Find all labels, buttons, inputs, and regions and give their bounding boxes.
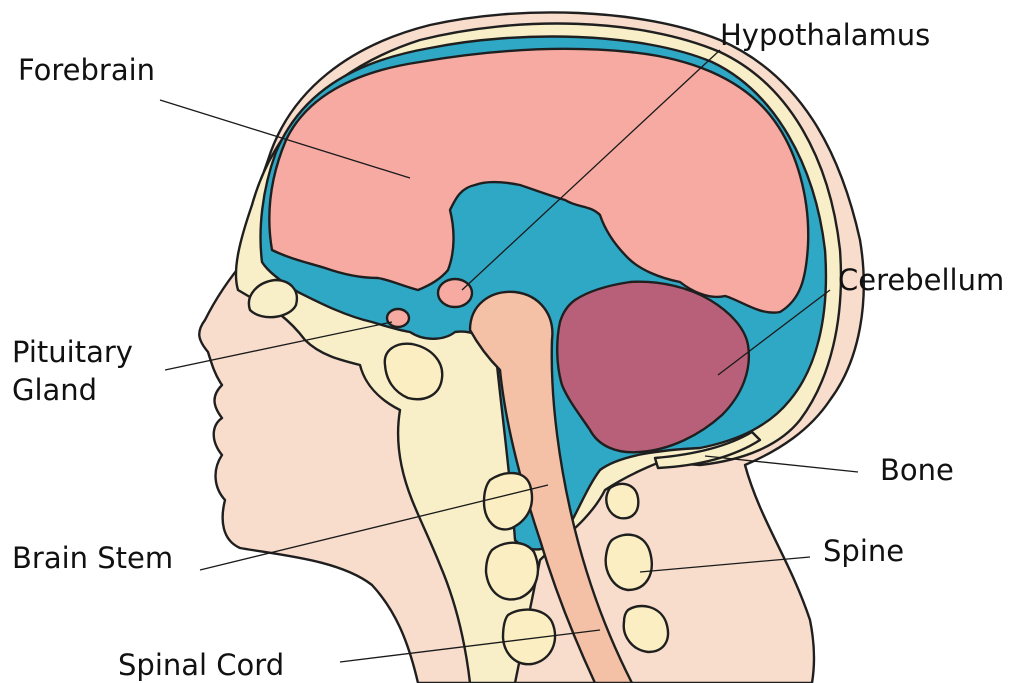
- label-pituitary-line1: Pituitary: [12, 335, 133, 369]
- vertebra-4: [606, 484, 638, 518]
- hypothalamus: [438, 279, 472, 307]
- label-brain-stem: Brain Stem: [12, 541, 173, 575]
- vertebra-2: [486, 543, 538, 600]
- vertebra-5: [606, 535, 652, 590]
- label-forebrain: Forebrain: [18, 53, 155, 87]
- label-cerebellum: Cerebellum: [838, 263, 1004, 297]
- label-bone: Bone: [880, 453, 954, 487]
- pituitary-gland: [387, 309, 409, 327]
- label-spine: Spine: [823, 534, 904, 568]
- label-spinal-cord: Spinal Cord: [118, 648, 284, 682]
- label-hypothalamus: Hypothalamus: [720, 18, 930, 52]
- label-pituitary-line2: Gland: [12, 373, 97, 407]
